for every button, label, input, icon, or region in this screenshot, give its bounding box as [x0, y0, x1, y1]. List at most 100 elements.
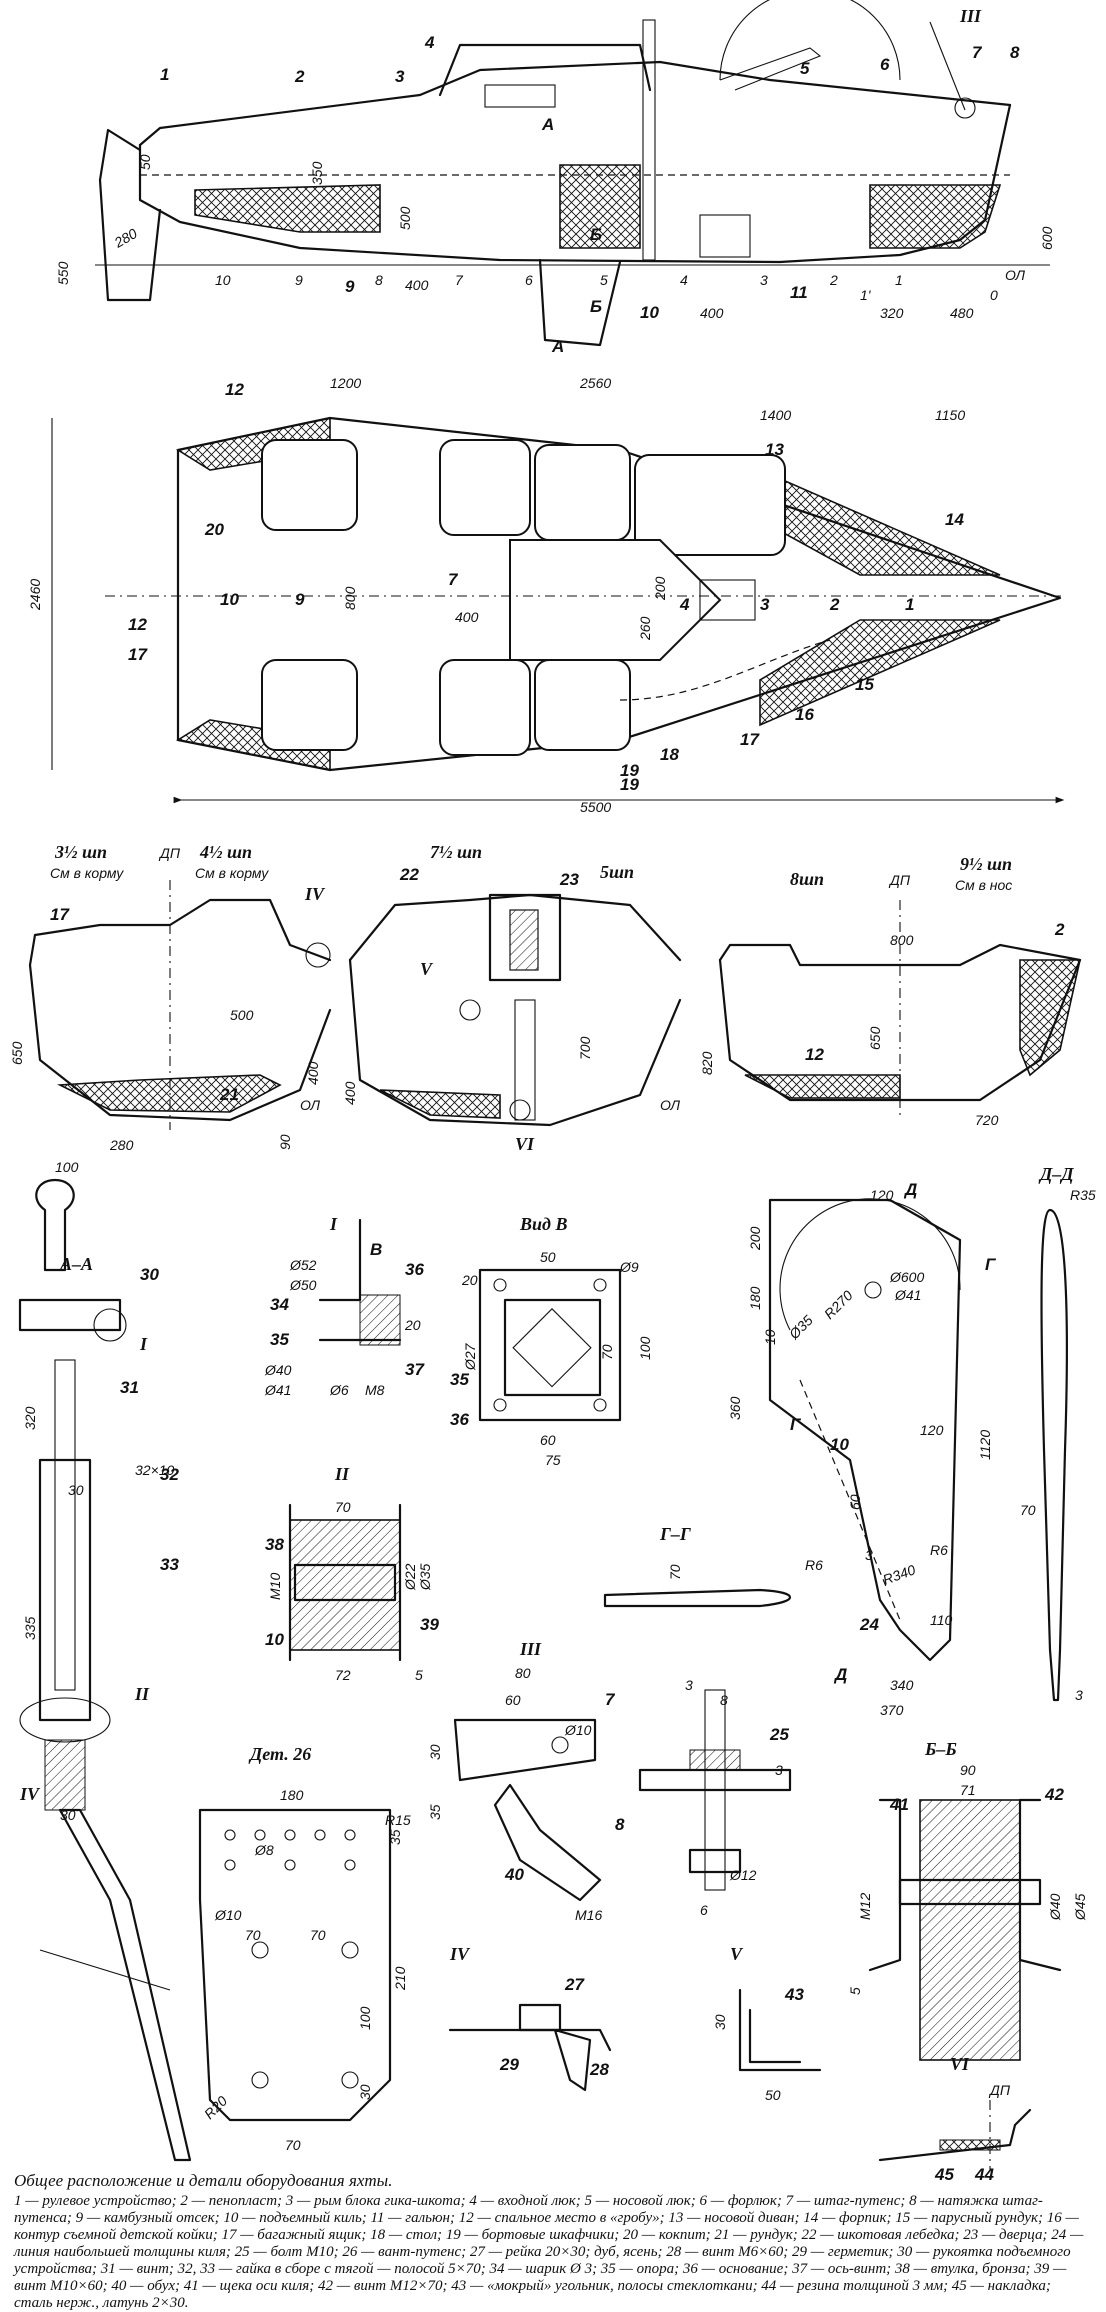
- plan-foam-bow-upper: [759, 468, 1001, 576]
- view-B-hole-1: [493, 1278, 507, 1292]
- node-III-title: III: [519, 1639, 542, 1659]
- door-23: [509, 909, 539, 971]
- node-VI-hull: [878, 2108, 1032, 2162]
- node-III-marker: [954, 97, 976, 119]
- drawing-annotation: 70: [599, 1344, 615, 1360]
- drawing-annotation: 43: [784, 1985, 804, 2004]
- caption: Общее расположение и детали оборудования…: [14, 2172, 1092, 2312]
- node-IV-marker: [305, 942, 331, 968]
- cushion-1: [261, 439, 358, 531]
- drawing-annotation: 0: [990, 287, 998, 303]
- dim-320: 320: [880, 305, 904, 321]
- label-8: 8: [1010, 43, 1020, 62]
- drawing-annotation: ДП: [988, 2082, 1011, 2098]
- drawing-annotation: 1120: [977, 1430, 993, 1460]
- label-7: 7: [972, 43, 983, 62]
- drawing-annotation: 3: [1075, 1687, 1083, 1703]
- section-b-dim-700: 700: [577, 1036, 593, 1060]
- drawing-annotation: 75: [545, 1452, 561, 1468]
- drawing-annotation: Б: [590, 225, 602, 244]
- drawing-annotation: 36: [405, 1260, 424, 1279]
- node-V-tape: [748, 2008, 802, 2064]
- drawing-annotation: 5: [847, 1987, 863, 1995]
- drawing-annotation: 1: [895, 272, 903, 288]
- drawing-annotation: 10: [215, 272, 231, 288]
- drawing-annotation: 50: [540, 1249, 556, 1265]
- view-B-hole-4: [593, 1398, 607, 1412]
- node-V-marker: [459, 999, 481, 1021]
- section-a-title2: См в корму: [50, 865, 124, 881]
- view-B-support: [503, 1298, 602, 1397]
- drawing-annotation: 71: [960, 1782, 976, 1798]
- drawing-annotation: Ø600: [889, 1269, 924, 1285]
- part-26-holes: [224, 1829, 359, 2089]
- drawing-annotation: 340: [890, 1677, 914, 1693]
- label-5: 5: [800, 59, 810, 78]
- drawing-annotation: 7: [448, 570, 459, 589]
- detail-keel: 120 200 180 360 10 Ø600 Ø41 Ø35 R270 112…: [727, 1180, 997, 1718]
- section-c-dim-800: 800: [890, 932, 914, 948]
- bolt-25-washer: [689, 1749, 741, 1771]
- drawing-annotation: М16: [575, 1907, 602, 1923]
- rudder: [98, 128, 162, 302]
- part-26-title: Дет. 26: [248, 1744, 311, 1764]
- view-B-socket: [512, 1308, 592, 1388]
- dim-550: 550: [55, 261, 71, 285]
- drawing-annotation: 80: [515, 1665, 531, 1681]
- dim-600: 600: [1039, 226, 1055, 250]
- drawing-annotation: 3: [775, 1762, 783, 1778]
- drawing-annotation: 70: [310, 1927, 326, 1943]
- node-VI-title: VI: [950, 2054, 970, 2074]
- detail-node-III: III 80 60 30 Ø10 35 М16 7 40 8: [427, 1639, 625, 1923]
- view-B-hole-2: [593, 1278, 607, 1292]
- section-a-deck: [28, 898, 332, 967]
- node-I-base: [359, 1294, 401, 1346]
- drawing-annotation: 3: [685, 1677, 693, 1693]
- drawing-annotation: R20: [201, 2092, 231, 2122]
- cushion-5: [261, 659, 358, 751]
- foam-stern: [194, 184, 381, 233]
- tube-33: [38, 1458, 92, 1722]
- drawing-annotation: 28: [589, 2060, 609, 2079]
- node-I-title: I: [329, 1214, 338, 1234]
- label-9: 9: [345, 277, 355, 296]
- section-a-hull: [28, 963, 332, 1122]
- drawing-annotation: 32: [160, 1465, 179, 1484]
- drawing-annotation: 30: [712, 2014, 728, 2030]
- drawing-annotation: Б: [590, 297, 602, 316]
- cushion-6: [439, 659, 531, 756]
- galley-cutout: [699, 579, 756, 621]
- drawing-annotation: Г: [985, 1255, 997, 1274]
- section-c-deck: [718, 943, 1082, 967]
- drawing-annotation: Ø8: [254, 1842, 274, 1858]
- drawing-annotation: 1': [860, 287, 872, 303]
- dim-480: 480: [950, 305, 974, 321]
- detail-node-II: II 70 М10 Ø22 Ø35 72 5 38 10 39: [265, 1464, 439, 1683]
- drawing-annotation: 200: [747, 1226, 763, 1251]
- node-IV-large-bolt: [39, 1949, 171, 1991]
- drawing-annotation: Ø22: [402, 1563, 418, 1591]
- sections-b: 7½ шп 5шп 400 700 ОЛ 22 23 V VI: [342, 842, 682, 1154]
- dim-400: 400: [455, 609, 479, 625]
- drawing-annotation: 2: [1054, 920, 1065, 939]
- drawing-annotation: Ø10: [214, 1907, 242, 1923]
- drawing-annotation: 20: [204, 520, 224, 539]
- detail-bolt-25: 3 8 3 Ø12 6 25: [638, 1677, 792, 1918]
- keel-max-thickness-line: [799, 1379, 901, 1621]
- drawing-annotation: Ø10: [564, 1722, 592, 1738]
- drawing-annotation: Ø52: [289, 1257, 317, 1273]
- profile-stations: 10 9 8 7 6 5 4 3 2 1 1' 0: [215, 272, 998, 303]
- drawing-annotation: 35: [270, 1330, 289, 1349]
- drawing-annotation: 180: [747, 1286, 763, 1310]
- dim-350: 350: [309, 161, 325, 185]
- section-c-title2: 9½ шп: [960, 854, 1012, 874]
- detail-node-IV-large: IV 30: [19, 1784, 192, 2162]
- detail-node-IV-small: IV 27 29 28: [448, 1944, 612, 2092]
- drawing-annotation: Ø50: [289, 1277, 317, 1293]
- section-c-dim-720: 720: [975, 1112, 999, 1128]
- drawing-annotation: Ø9: [619, 1259, 639, 1275]
- drawing-annotation: 35: [387, 1829, 403, 1845]
- drawing-annotation: 21: [219, 1085, 239, 1104]
